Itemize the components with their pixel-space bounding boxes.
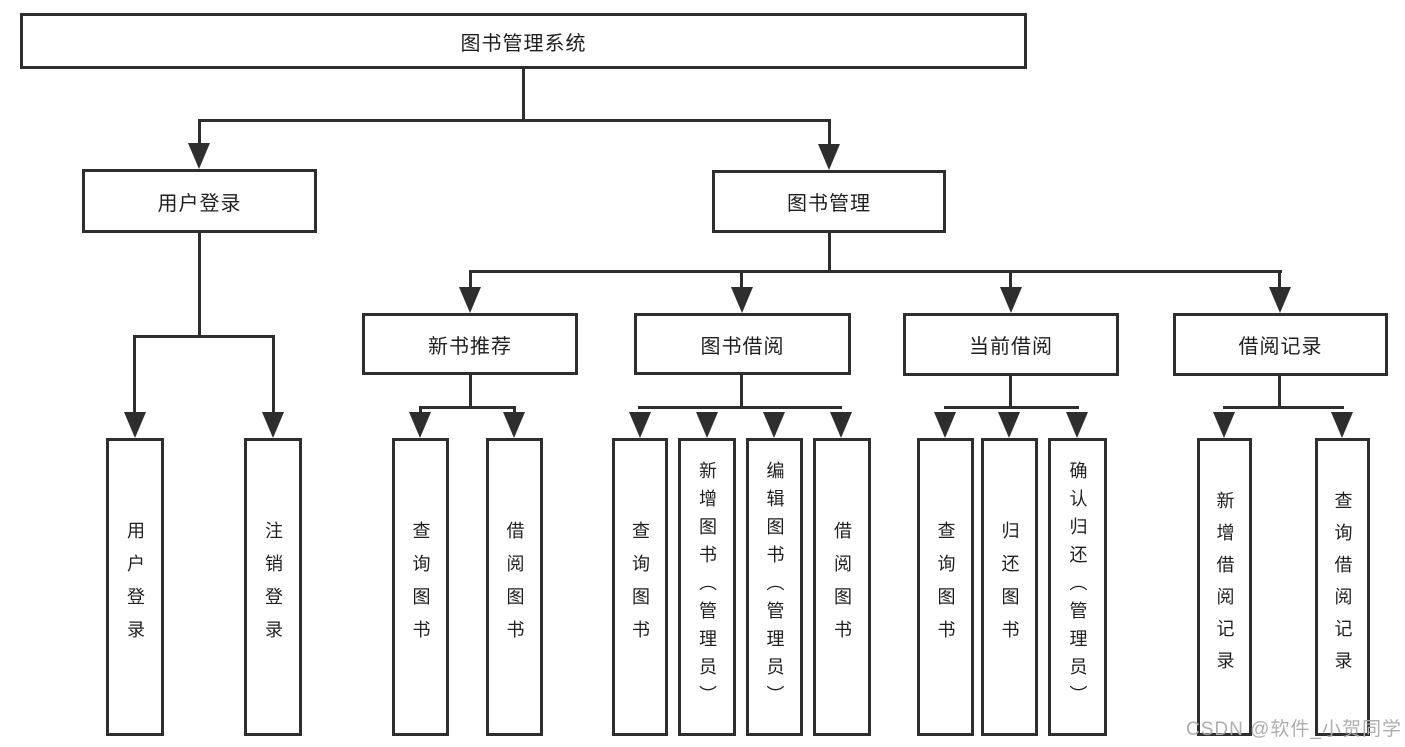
leaf-user-login: 用户登录 bbox=[106, 438, 164, 736]
leaf-return-books: 归还图书 bbox=[981, 438, 1038, 736]
arrowhead bbox=[731, 287, 753, 313]
leaf-edit-book-admin: 编辑图书（管理员） bbox=[746, 438, 803, 736]
arrowhead bbox=[818, 144, 840, 170]
connector-line bbox=[740, 270, 743, 289]
connector-line bbox=[469, 270, 1282, 273]
connector-line bbox=[638, 406, 842, 409]
arrowhead bbox=[763, 412, 785, 438]
connector-line bbox=[469, 270, 472, 289]
arrowhead bbox=[503, 412, 525, 438]
leaf-add-borrow-record: 新增借阅记录 bbox=[1197, 438, 1252, 736]
arrowhead bbox=[629, 412, 651, 438]
arrowhead bbox=[1213, 412, 1235, 438]
connector-line bbox=[740, 375, 743, 406]
connector-line bbox=[1223, 406, 1344, 409]
node-borrowing-records: 借阅记录 bbox=[1173, 313, 1388, 376]
arrowhead bbox=[124, 412, 146, 438]
leaf-borrow-books-recommend: 借阅图书 bbox=[486, 438, 543, 736]
leaf-add-book-admin: 新增图书（管理员） bbox=[678, 438, 736, 736]
node-user-login: 用户登录 bbox=[82, 169, 317, 233]
connector-line bbox=[272, 335, 275, 414]
leaf-confirm-return-admin: 确认归还（管理员） bbox=[1048, 438, 1107, 736]
connector-line bbox=[828, 233, 831, 270]
arrowhead bbox=[1066, 412, 1088, 438]
arrowhead bbox=[409, 412, 431, 438]
connector-line bbox=[469, 375, 472, 406]
leaf-borrow-books: 借阅图书 bbox=[813, 438, 871, 736]
connector-line bbox=[133, 335, 136, 414]
connector-line bbox=[1009, 376, 1012, 406]
arrowhead bbox=[1269, 287, 1291, 313]
arrowhead bbox=[934, 412, 956, 438]
arrowhead bbox=[830, 412, 852, 438]
node-book-management: 图书管理 bbox=[712, 170, 946, 233]
leaf-query-borrow-record: 查询借阅记录 bbox=[1315, 438, 1370, 736]
leaf-query-books-recommend: 查询图书 bbox=[392, 438, 449, 736]
connector-line bbox=[944, 406, 1079, 409]
connector-line bbox=[133, 335, 275, 338]
connector-line bbox=[828, 119, 831, 145]
leaf-query-books-current: 查询图书 bbox=[917, 438, 974, 736]
connector-line bbox=[198, 119, 831, 122]
arrowhead bbox=[459, 287, 481, 313]
watermark: CSDN @软件_小贺同学 bbox=[1186, 719, 1402, 740]
leaf-logout: 注销登录 bbox=[244, 438, 302, 736]
arrowhead bbox=[188, 143, 210, 169]
arrowhead bbox=[998, 412, 1020, 438]
connector-line bbox=[513, 406, 516, 415]
node-root: 图书管理系统 bbox=[20, 13, 1027, 69]
arrowhead bbox=[1331, 412, 1353, 438]
node-current-borrowing: 当前借阅 bbox=[903, 313, 1119, 376]
connector-line bbox=[419, 406, 422, 415]
leaf-query-books-borrowing: 查询图书 bbox=[612, 438, 668, 736]
arrowhead bbox=[1000, 287, 1022, 313]
arrowhead bbox=[262, 412, 284, 438]
connector-line bbox=[419, 406, 516, 409]
connector-line bbox=[198, 233, 201, 335]
arrowhead bbox=[696, 412, 718, 438]
connector-line bbox=[198, 119, 201, 145]
connector-line bbox=[1009, 270, 1012, 289]
connector-line bbox=[1278, 376, 1281, 406]
node-book-borrowing: 图书借阅 bbox=[634, 313, 851, 375]
node-new-book-recommend: 新书推荐 bbox=[362, 313, 578, 375]
connector-line bbox=[522, 69, 525, 119]
connector-line bbox=[1278, 270, 1281, 289]
